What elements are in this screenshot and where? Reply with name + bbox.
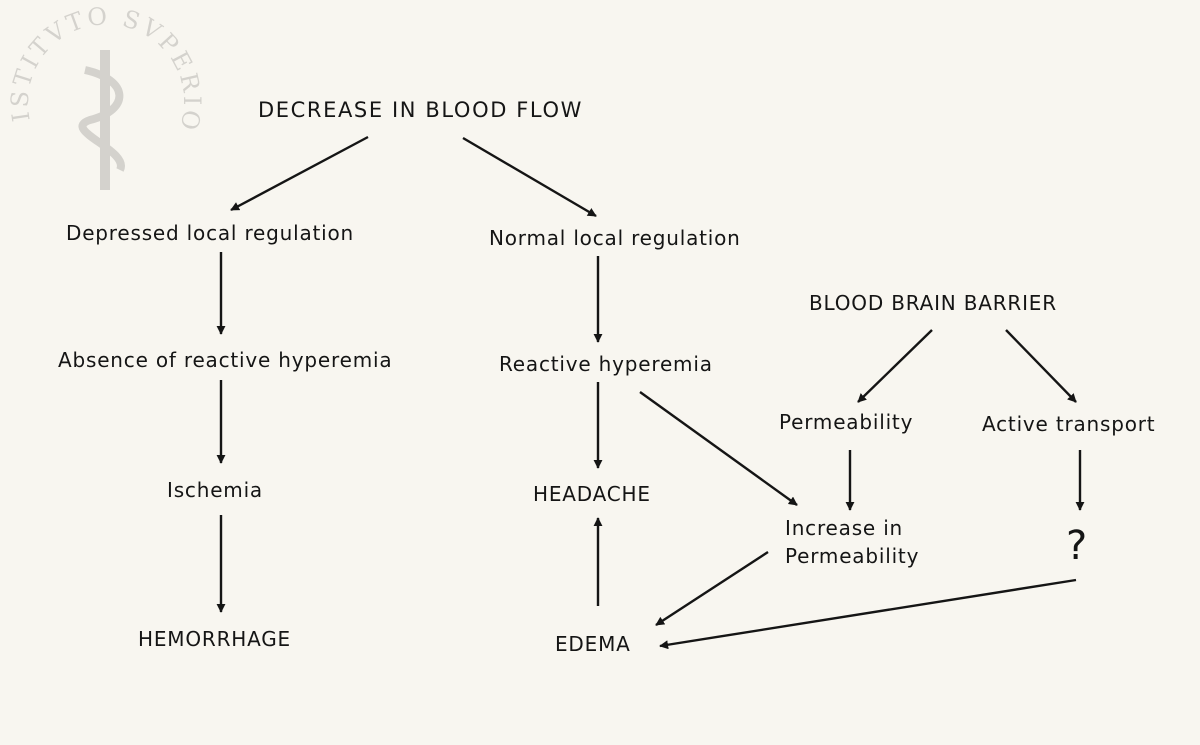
arrow-unknown-to-edema [659, 578, 1077, 650]
node-increase-line2: Permeability [785, 544, 920, 568]
node-permeability: Permeability [779, 410, 914, 434]
node-active-transport: Active transport [982, 412, 1156, 436]
arrow-increase-to-edema [655, 550, 769, 627]
node-depressed-local-regulation: Depressed local regulation [66, 221, 355, 245]
arrow-bbb-to-active [1005, 329, 1077, 403]
node-normal-local-regulation: Normal local regulation [489, 226, 741, 250]
watermark-seal: ISTITVTO SVPERIORE DI SANITA [0, 0, 203, 190]
node-hemorrhage: HEMORRHAGE [138, 627, 291, 651]
node-increase-line1: Increase in [785, 516, 904, 540]
arrow-reactive-to-increase [639, 391, 798, 506]
node-ischemia: Ischemia [167, 478, 263, 502]
node-blood-brain-barrier: BLOOD BRAIN BARRIER [809, 291, 1057, 315]
arrow-title-to-depressed [230, 135, 369, 212]
arrow-bbb-to-permeability [857, 329, 933, 403]
node-absence-reactive-hyperemia: Absence of reactive hyperemia [58, 348, 393, 372]
arrow-title-to-normal [462, 136, 597, 218]
diagram-title: DECREASE IN BLOOD FLOW [258, 98, 583, 122]
node-headache: HEADACHE [533, 482, 651, 506]
node-reactive-hyperemia: Reactive hyperemia [499, 352, 713, 376]
node-unknown-question: ? [1066, 523, 1089, 569]
node-edema: EDEMA [555, 632, 631, 656]
